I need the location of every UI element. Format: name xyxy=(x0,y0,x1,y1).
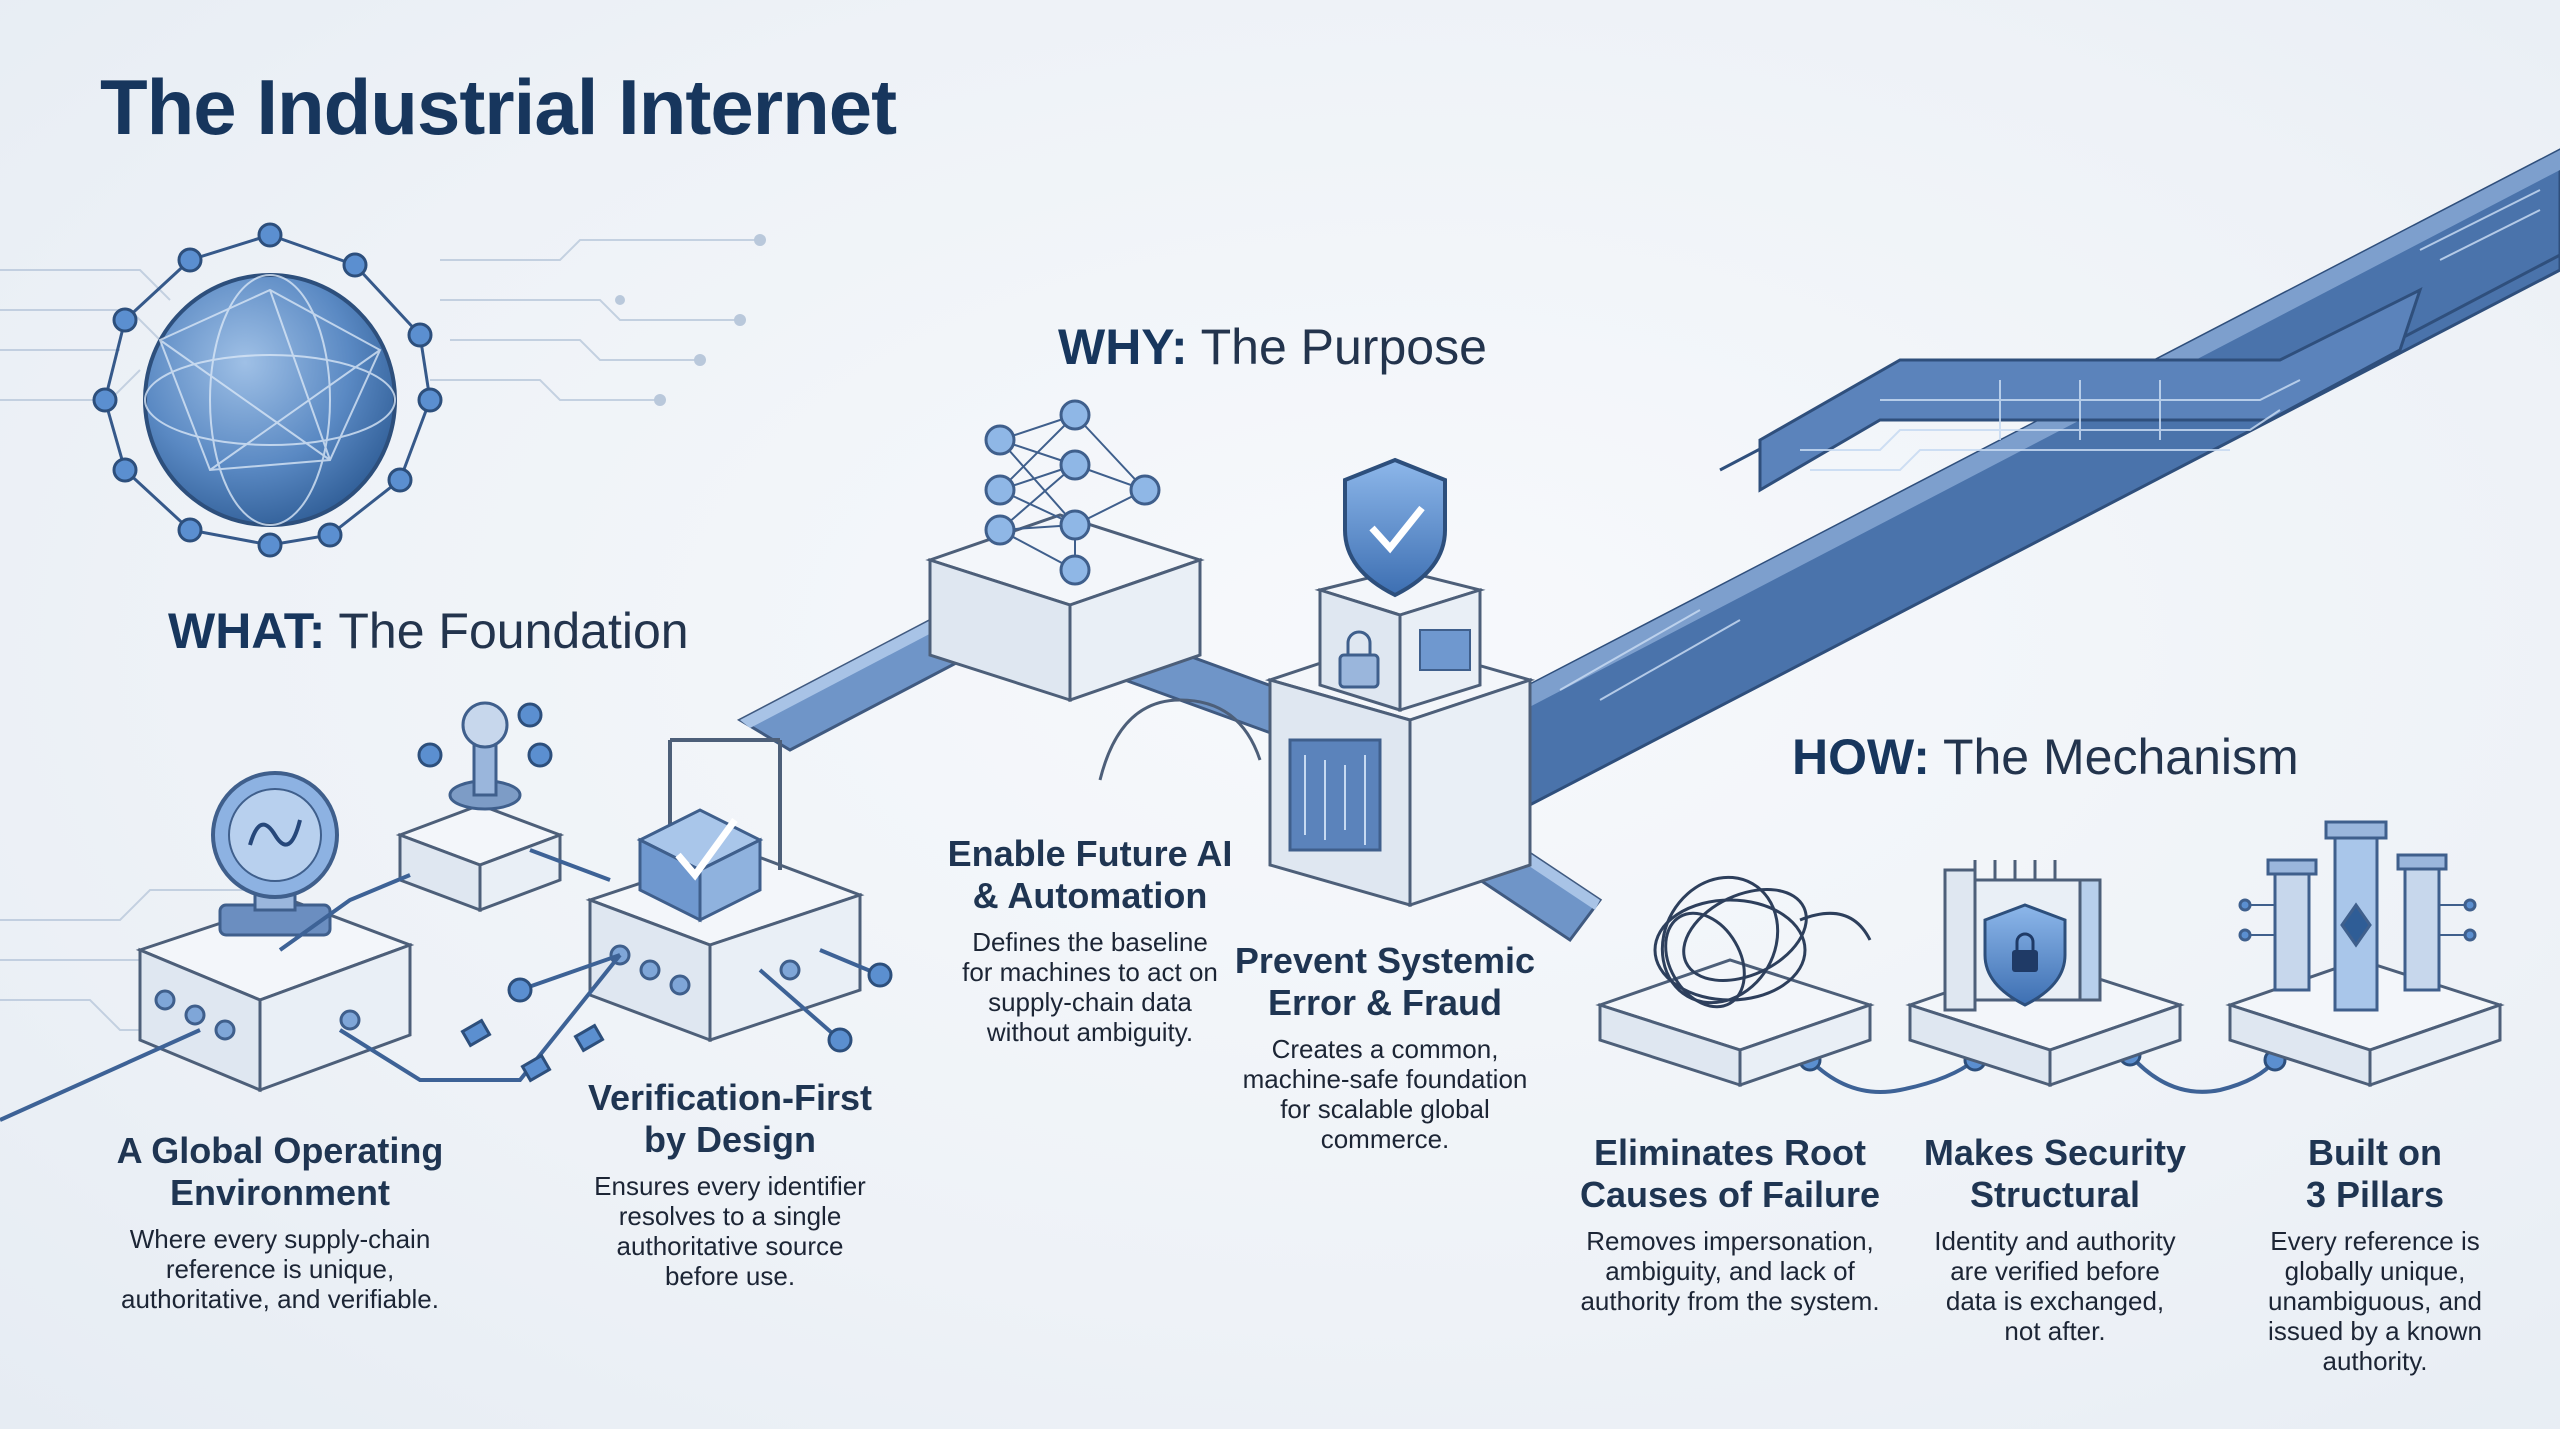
three-pillars-icon xyxy=(2238,820,2477,1012)
card-desc-line: Removes impersonation, xyxy=(1586,1226,1874,1256)
section-what-label: The Foundation xyxy=(338,603,689,659)
card-title: Prevent Systemic Error & Fraud xyxy=(1185,940,1585,1024)
card-desc-line: are verified before xyxy=(1950,1256,2160,1286)
card-root-causes: Eliminates Root Causes of Failure Remove… xyxy=(1550,1132,1910,1316)
how-wiring xyxy=(1808,1053,2277,1094)
card-verification-first: Verification-First by Design Ensures eve… xyxy=(530,1077,930,1291)
section-how-heading: HOW: The Mechanism xyxy=(1792,728,2299,786)
circuit-highway xyxy=(1417,148,2560,843)
card-title-line: Structural xyxy=(1969,1174,2141,1215)
card-desc-line: Creates a common, xyxy=(1271,1034,1499,1064)
card-desc-line: Defines the baseline xyxy=(972,927,1208,957)
card-security-structural: Makes Security Structural Identity and a… xyxy=(1890,1132,2220,1346)
card-title-line: Enable Future AI xyxy=(947,833,1233,874)
card-title-line: by Design xyxy=(643,1119,817,1160)
card-desc-line: machine-safe foundation xyxy=(1242,1064,1528,1094)
card-desc-line: for machines to act on xyxy=(962,957,1218,987)
card-desc-line: without ambiguity. xyxy=(986,1017,1194,1047)
padlock-icon xyxy=(1338,630,1380,689)
card-title: Makes Security Structural xyxy=(1890,1132,2220,1216)
card-title-line: Error & Fraud xyxy=(1267,982,1503,1023)
card-desc-line: globally unique, xyxy=(2284,1256,2466,1286)
wire-nodes xyxy=(417,702,893,1083)
card-title: Verification-First by Design xyxy=(530,1077,930,1161)
verified-package-icon xyxy=(636,808,764,923)
card-description: Defines the baseline for machines to act… xyxy=(890,927,1290,1047)
card-desc-line: authority from the system. xyxy=(1580,1286,1880,1316)
card-title-line: Makes Security xyxy=(1923,1132,2187,1173)
section-what-heading: WHAT: The Foundation xyxy=(168,602,689,660)
card-systemic-error: Prevent Systemic Error & Fraud Creates a… xyxy=(1185,940,1585,1154)
card-description: Every reference is globally unique, unam… xyxy=(2225,1226,2525,1376)
card-title-line: Verification-First xyxy=(587,1077,873,1118)
card-desc-line: before use. xyxy=(664,1261,796,1291)
card-desc-line: for scalable global xyxy=(1280,1094,1490,1124)
card-desc-line: reference is unique, xyxy=(165,1254,395,1284)
neural-network-icon xyxy=(984,399,1161,586)
card-title-line: 3 Pillars xyxy=(2305,1174,2445,1215)
section-how-label: The Mechanism xyxy=(1942,729,2299,785)
card-title: Enable Future AI & Automation xyxy=(890,833,1290,917)
card-desc-line: not after. xyxy=(2004,1316,2106,1346)
card-desc-line: Every reference is xyxy=(2270,1226,2480,1256)
card-title-line: Environment xyxy=(169,1172,391,1213)
card-title-line: & Automation xyxy=(972,875,1208,916)
section-why-heading: WHY: The Purpose xyxy=(1058,318,1487,376)
card-desc-line: unambiguous, and xyxy=(2268,1286,2482,1316)
card-desc-line: supply-chain data xyxy=(988,987,1192,1017)
tangled-wire-icon xyxy=(1653,875,1872,1009)
card-title-line: Built on xyxy=(2308,1132,2442,1173)
stamp-device xyxy=(135,898,415,1093)
card-desc-line: Where every supply-chain xyxy=(129,1224,431,1254)
card-desc-line: Ensures every identifier xyxy=(594,1171,866,1201)
page-title: The Industrial Internet xyxy=(100,63,897,151)
card-title: A Global Operating Environment xyxy=(70,1130,490,1214)
section-why-key: WHY: xyxy=(1058,319,1188,375)
card-future-ai: Enable Future AI & Automation Defines th… xyxy=(890,833,1290,1047)
card-title-line: Prevent Systemic xyxy=(1234,940,1536,981)
joystick-device xyxy=(395,803,565,913)
section-why-label: The Purpose xyxy=(1200,319,1487,375)
certification-stamp-icon xyxy=(211,771,339,937)
root-cause-device xyxy=(1595,958,1875,1088)
background-circuit-traces xyxy=(0,239,760,1031)
card-title: Eliminates Root Causes of Failure xyxy=(1550,1132,1910,1216)
card-desc-line: authority. xyxy=(2322,1346,2428,1376)
card-desc-line: ambiguity, and lack of xyxy=(1605,1256,1855,1286)
card-description: Ensures every identifier resolves to a s… xyxy=(530,1171,930,1291)
card-title-line: Causes of Failure xyxy=(1579,1174,1881,1215)
card-description: Creates a common, machine-safe foundatio… xyxy=(1185,1034,1585,1154)
section-how-key: HOW: xyxy=(1792,729,1930,785)
card-description: Removes impersonation, ambiguity, and la… xyxy=(1550,1226,1910,1316)
security-tower xyxy=(1264,568,1536,908)
card-title-line: A Global Operating xyxy=(116,1130,444,1171)
card-desc-line: commerce. xyxy=(1320,1124,1450,1154)
joystick-icon xyxy=(448,701,522,811)
card-desc-line: Identity and authority xyxy=(1934,1226,2176,1256)
card-desc-line: data is exchanged, xyxy=(1945,1286,2165,1316)
card-desc-line: authoritative source xyxy=(616,1231,844,1261)
secure-door-shield-icon xyxy=(1943,860,2102,1012)
shield-check-icon xyxy=(1343,457,1447,598)
card-desc-line: resolves to a single xyxy=(618,1201,842,1231)
network-globe-icon xyxy=(92,222,443,558)
card-desc-line: issued by a known xyxy=(2268,1316,2482,1346)
card-desc-line: authoritative, and verifiable. xyxy=(121,1284,439,1314)
card-description: Where every supply-chain reference is un… xyxy=(70,1224,490,1314)
section-what-key: WHAT: xyxy=(168,603,326,659)
card-title-line: Eliminates Root xyxy=(1593,1132,1867,1173)
card-global-environment: A Global Operating Environment Where eve… xyxy=(70,1130,490,1314)
card-title: Built on 3 Pillars xyxy=(2225,1132,2525,1216)
card-three-pillars: Built on 3 Pillars Every reference is gl… xyxy=(2225,1132,2525,1376)
card-description: Identity and authority are verified befo… xyxy=(1890,1226,2220,1346)
wiring xyxy=(0,848,881,1122)
